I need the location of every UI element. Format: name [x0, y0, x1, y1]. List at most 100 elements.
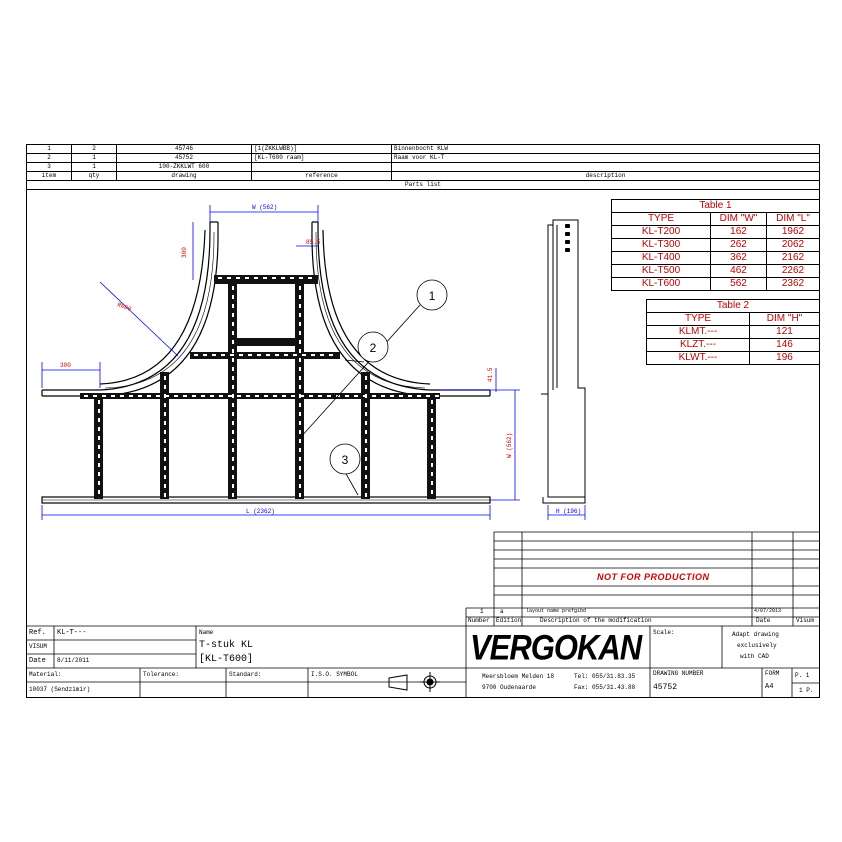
form-value: A4 — [765, 683, 774, 691]
perforation-hole — [232, 367, 234, 371]
revision-header-date: Date — [756, 617, 771, 624]
parts-title-row: Parts list — [26, 180, 820, 190]
parts-list: 1 2 45746 [1(ZKKLWBB)] Binnenbocht KLW 2… — [26, 144, 820, 190]
dim-w-right: W (562) — [506, 433, 513, 458]
company-logo: VERGOKAN — [470, 627, 642, 668]
perforation-hole — [183, 395, 187, 397]
perforation-hole — [232, 340, 234, 344]
perforation-hole — [299, 421, 301, 425]
company-address-2: 9700 Oudenaarde — [482, 684, 537, 691]
revision-header-edition: Edition — [496, 617, 522, 624]
perforation-hole — [194, 354, 198, 356]
perforation-hole — [227, 277, 231, 279]
table-cell: KL-T300 — [611, 238, 711, 252]
perforation-hole — [98, 445, 100, 449]
side-view — [541, 219, 586, 504]
perforation-hole — [365, 475, 367, 479]
perforation-hole — [329, 354, 333, 356]
perforation-hole — [129, 395, 133, 397]
table-cell: 162 — [710, 225, 767, 239]
scale-label: Scale: — [653, 629, 675, 636]
drawing-title: T-stuk KL — [199, 640, 254, 651]
table-cell: 462 — [710, 264, 767, 278]
table-cell: KLMT.--- — [646, 325, 750, 339]
perforation-hole — [164, 466, 166, 470]
perforation-hole — [431, 418, 433, 422]
perforation-hole — [431, 472, 433, 476]
table-cell: 196 — [749, 351, 820, 365]
perforation-hole — [299, 448, 301, 452]
table-cell: 362 — [710, 251, 767, 265]
perforation-hole — [84, 395, 88, 397]
dim-r600: R600 — [116, 301, 132, 313]
dim-85: 85.5 — [306, 239, 321, 246]
perforation-hole — [232, 286, 234, 290]
perforation-hole — [291, 395, 295, 397]
cad-note-line-2: exclusively — [737, 642, 777, 649]
callout-3-label: 3 — [342, 453, 349, 467]
perforation-hole — [309, 395, 313, 397]
perforation-hole — [299, 340, 301, 344]
perforation-hole — [255, 395, 259, 397]
table-cell: 262 — [710, 238, 767, 252]
table-cell: KL-T200 — [611, 225, 711, 239]
perforation-hole — [201, 395, 205, 397]
table-2-title: Table 2 — [646, 299, 820, 313]
perforation-hole — [399, 395, 403, 397]
perforation-hole — [232, 313, 234, 317]
iso-label: I.S.O. SYMBOL — [311, 671, 358, 678]
perforation-hole — [111, 395, 115, 397]
perforation-hole — [372, 395, 376, 397]
perforation-hole — [232, 295, 234, 299]
perforation-hole — [245, 277, 249, 279]
perforation-hole — [264, 395, 268, 397]
callouts — [299, 279, 448, 496]
perforation-hole — [345, 395, 349, 397]
perforation-hole — [232, 421, 234, 425]
perforation-hole — [365, 430, 367, 434]
table-1-header: DIM "L" — [766, 212, 820, 226]
perforation-hole — [431, 463, 433, 467]
standard-label: Standard: — [229, 671, 262, 678]
perforation-hole — [239, 354, 243, 356]
perforation-hole — [299, 358, 301, 362]
perforation-hole — [318, 395, 322, 397]
revision-description: layout name prefgibd — [526, 608, 587, 614]
table-cell: KLWT.--- — [646, 351, 750, 365]
dim-300-left: 300 — [60, 362, 71, 369]
perforation-hole — [218, 277, 222, 279]
table-2-header: TYPE — [646, 312, 750, 326]
perforation-hole — [192, 395, 196, 397]
perforation-hole — [232, 430, 234, 434]
side-view-holes — [565, 224, 570, 252]
cad-note-line-1: Adapt drawing — [732, 631, 779, 638]
perforation-hole — [299, 439, 301, 443]
table-cell: KL-T600 — [611, 277, 711, 291]
perforation-hole — [365, 403, 367, 407]
drawing-subtitle: [KL-T600] — [199, 654, 254, 665]
perforation-hole — [232, 304, 234, 308]
callout-3 — [329, 443, 361, 475]
perforation-hole — [156, 395, 160, 397]
perforation-hole — [431, 436, 433, 440]
company-fax: Fax: 055/31.43.88 — [574, 684, 636, 691]
perforation-hole — [363, 395, 367, 397]
perforation-hole — [431, 454, 433, 458]
table-cell: 2162 — [766, 251, 820, 265]
table-1-header: TYPE — [611, 212, 711, 226]
revision-header-number: Number — [468, 617, 490, 624]
perforation-hole — [164, 412, 166, 416]
drawing-number: 45752 — [653, 683, 678, 692]
perforation-hole — [236, 277, 240, 279]
perforation-hole — [299, 286, 301, 290]
perforation-hole — [299, 385, 301, 389]
perforation-hole — [98, 490, 100, 494]
perforation-hole — [365, 412, 367, 416]
perforation-hole — [365, 385, 367, 389]
callout-2-label: 2 — [370, 341, 377, 355]
perforation-hole — [165, 395, 169, 397]
perforation-hole — [232, 331, 234, 335]
t-piece-outline — [41, 221, 491, 504]
